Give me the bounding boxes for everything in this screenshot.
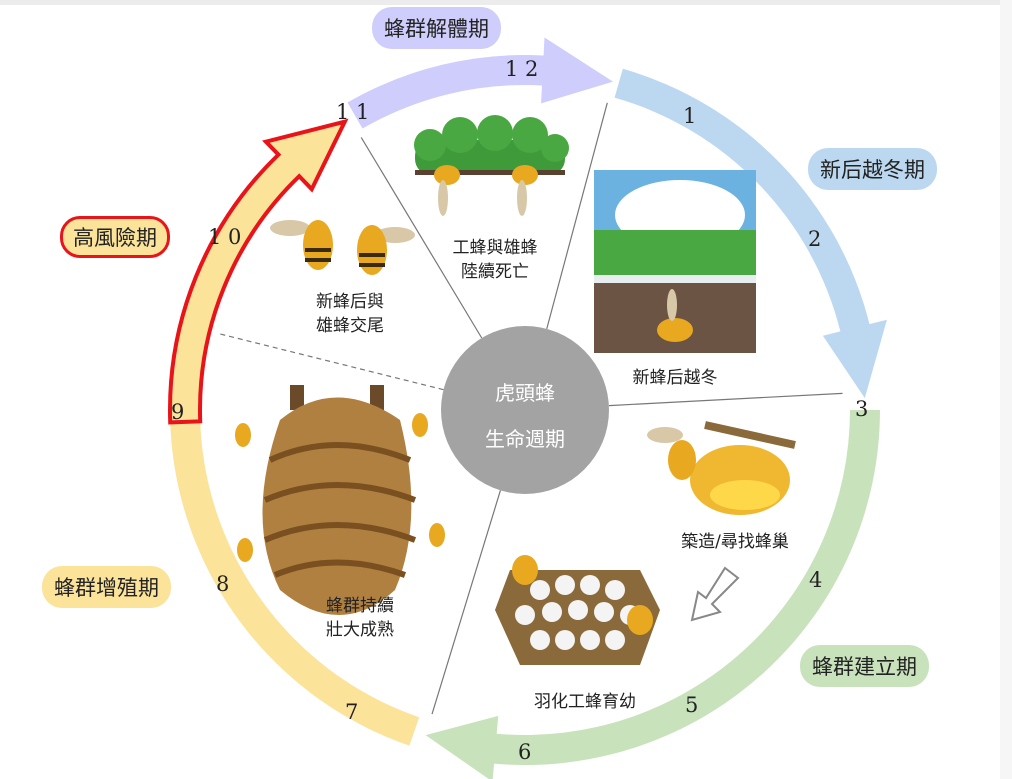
center-title-line1: 虎頭蜂 — [495, 381, 555, 405]
phase-label-overwintering: 新后越冬期 — [808, 148, 937, 190]
sector-dividers — [216, 102, 843, 715]
sector-divider-line — [431, 490, 502, 715]
month-8: 8 — [216, 572, 230, 596]
mating-illustration — [270, 220, 415, 275]
month-11: 1 1 — [336, 100, 370, 124]
window-top-edge — [0, 0, 1012, 5]
month-2: 2 — [808, 227, 822, 251]
caption-build-nest: 築造/尋找蜂巢 — [681, 532, 789, 552]
month-9: 9 — [171, 400, 185, 424]
center-title-line2: 生命週期 — [485, 427, 565, 451]
arrow-dissolution — [347, 37, 613, 129]
arrow-high-risk — [168, 118, 349, 425]
caption-raise-workers: 羽化工蜂育幼 — [534, 692, 636, 712]
caption-line: 陸續死亡 — [461, 262, 529, 282]
caption-queen-winter: 新蜂后越冬 — [632, 368, 718, 388]
sector-divider-line — [546, 102, 608, 330]
month-4: 4 — [809, 568, 823, 592]
month-12: 1 2 — [505, 57, 539, 81]
month-6: 6 — [518, 740, 532, 764]
month-10: 1 0 — [208, 225, 242, 249]
cycle-ring — [168, 37, 887, 779]
center-circle — [441, 326, 609, 494]
month-5: 5 — [685, 693, 699, 717]
arrow-overwintering — [614, 68, 887, 399]
phase-label-high-risk: 高風險期 — [60, 216, 170, 258]
month-1: 1 — [683, 104, 697, 128]
caption-line: 壯大成熟 — [326, 620, 394, 640]
scrollbar-track[interactable] — [1000, 0, 1012, 779]
phase-label-dissolution: 蜂群解體期 — [372, 7, 501, 49]
dead-bees-illustration — [414, 115, 569, 216]
caption-line: 蜂群持續 — [326, 596, 394, 616]
month-3: 3 — [855, 397, 869, 421]
caption-line: 新蜂后與 — [316, 292, 384, 312]
phase-label-growth: 蜂群增殖期 — [42, 566, 171, 608]
sector-divider-line — [216, 332, 444, 391]
arrow-establishment — [425, 410, 880, 779]
sector-divider-line — [608, 392, 843, 407]
caption-workers-die: 工蜂與雄蜂 陸續死亡 — [440, 236, 550, 284]
caption-line: 雄蜂交尾 — [316, 316, 384, 336]
overwintering-illustration — [594, 170, 756, 353]
caption-line: 工蜂與雄蜂 — [452, 238, 538, 258]
center-title: 虎頭蜂 生命週期 — [440, 370, 610, 462]
month-7: 7 — [345, 700, 359, 724]
caption-mating: 新蜂后與 雄蜂交尾 — [295, 290, 405, 338]
phase-label-establishment: 蜂群建立期 — [800, 645, 929, 687]
caption-colony-grow: 蜂群持續 壯大成熟 — [305, 594, 415, 642]
nest-building-illustration — [647, 421, 796, 515]
big-nest-illustration — [235, 385, 445, 615]
sector-divider-line — [360, 137, 483, 339]
comb-illustration — [495, 555, 660, 665]
down-arrow-icon — [690, 566, 740, 622]
arrow-growth — [170, 121, 420, 746]
